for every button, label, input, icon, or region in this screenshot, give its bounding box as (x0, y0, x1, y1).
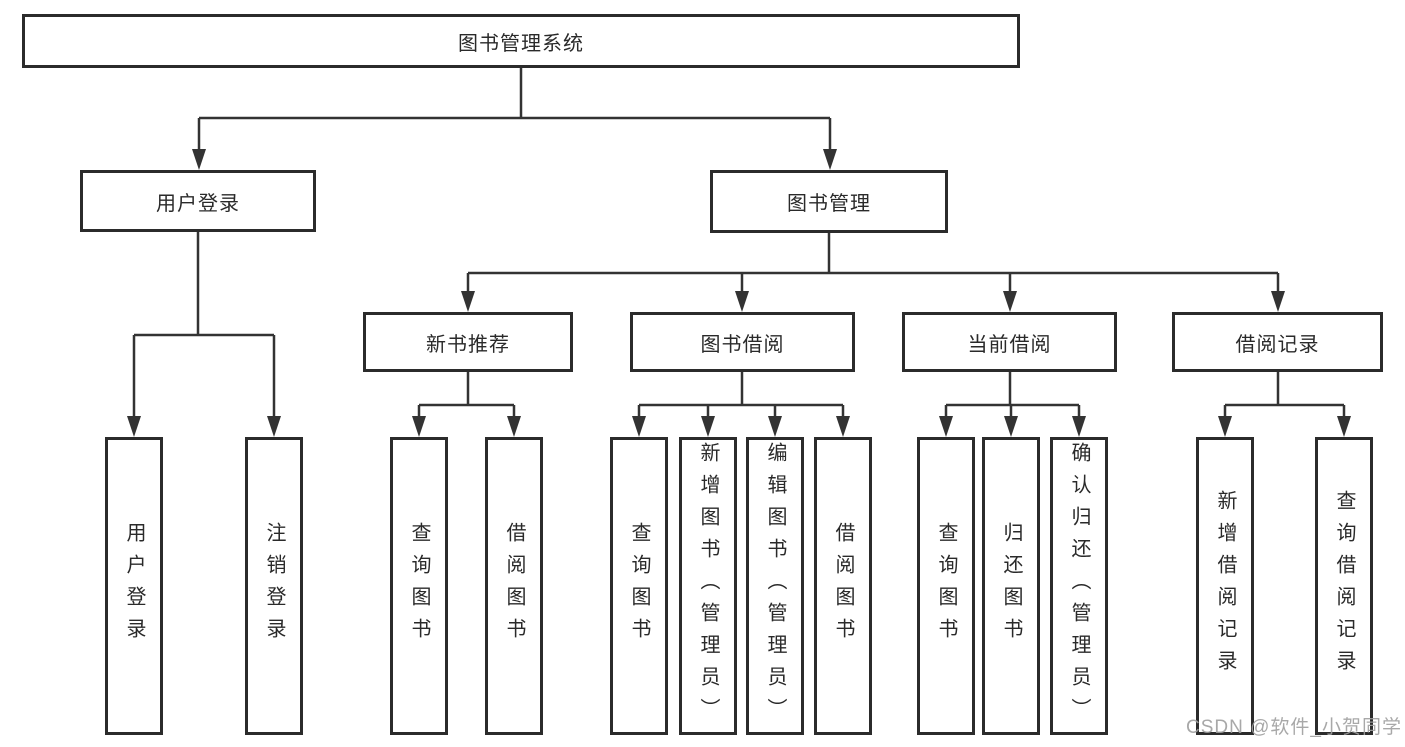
connector-book-borrow-children (632, 372, 850, 437)
node-label: 图书管理 (787, 193, 871, 215)
arrowhead-icon (701, 416, 715, 437)
node-current-borrow: 当前借阅 (902, 312, 1117, 372)
leaf-user-login: 用户登录 (105, 437, 163, 735)
node-label: 用户登录 (123, 522, 145, 650)
node-root-system: 图书管理系统 (22, 14, 1020, 68)
node-label: 注销登录 (263, 522, 285, 650)
node-label: 归还图书 (1000, 522, 1022, 650)
node-book-borrow: 图书借阅 (630, 312, 855, 372)
leaf-record-add-record: 新增借阅记录 (1196, 437, 1254, 735)
csdn-watermark: CSDN @软件_小贺同学 (1186, 717, 1402, 738)
arrowhead-icon (939, 416, 953, 437)
node-label: 查询图书 (628, 522, 650, 650)
arrowhead-icon (632, 416, 646, 437)
node-label: 图书借阅 (700, 333, 785, 356)
arrowhead-icon (768, 416, 782, 437)
node-book-management: 图书管理 (710, 170, 948, 233)
node-label: 确认归还（管理员） (1068, 442, 1090, 730)
connector-new-book-children (412, 372, 521, 437)
arrowhead-icon (1271, 291, 1285, 312)
node-label: 查询图书 (408, 522, 430, 650)
node-label: 借阅记录 (1235, 333, 1320, 356)
arrowhead-icon (412, 416, 426, 437)
node-label: 查询图书 (935, 522, 957, 650)
node-new-book-recommend: 新书推荐 (363, 312, 573, 372)
arrowhead-icon (1004, 416, 1018, 437)
arrowhead-icon (823, 149, 837, 170)
arrowhead-icon (735, 291, 749, 312)
connector-book-mgmt-children (461, 233, 1285, 312)
leaf-current-return-books: 归还图书 (982, 437, 1040, 735)
arrowhead-icon (461, 291, 475, 312)
connector-current-borrow-children (939, 372, 1086, 437)
arrowhead-icon (267, 416, 281, 437)
arrowhead-icon (1072, 416, 1086, 437)
connector-borrow-record-children (1218, 372, 1351, 437)
connector-user-login-children (127, 232, 281, 437)
arrowhead-icon (1337, 416, 1351, 437)
leaf-current-confirm-return-admin: 确认归还（管理员） (1050, 437, 1108, 735)
leaf-borrow-add-books-admin: 新增图书（管理员） (679, 437, 737, 735)
arrowhead-icon (127, 416, 141, 437)
node-label: 借阅图书 (832, 522, 854, 650)
node-label: 查询借阅记录 (1333, 490, 1355, 682)
node-label: 当前借阅 (967, 333, 1052, 356)
arrowhead-icon (836, 416, 850, 437)
node-label: 编辑图书（管理员） (764, 442, 786, 730)
node-user-login: 用户登录 (80, 170, 316, 232)
node-label: 新增图书（管理员） (697, 442, 719, 730)
arrowhead-icon (192, 149, 206, 170)
leaf-logout: 注销登录 (245, 437, 303, 735)
leaf-newbook-borrow-books: 借阅图书 (485, 437, 543, 735)
node-borrow-record: 借阅记录 (1172, 312, 1383, 372)
leaf-borrow-borrow-books: 借阅图书 (814, 437, 872, 735)
leaf-newbook-query-books: 查询图书 (390, 437, 448, 735)
node-label: 用户登录 (156, 192, 240, 215)
arrowhead-icon (1003, 291, 1017, 312)
leaf-borrow-edit-books-admin: 编辑图书（管理员） (746, 437, 804, 735)
leaf-current-query-books: 查询图书 (917, 437, 975, 735)
leaf-record-query-record: 查询借阅记录 (1315, 437, 1373, 735)
node-label: 图书管理系统 (458, 32, 584, 55)
node-label: 新书推荐 (426, 333, 510, 356)
arrowhead-icon (507, 416, 521, 437)
arrowhead-icon (1218, 416, 1232, 437)
node-label: 新增借阅记录 (1214, 490, 1236, 682)
node-label: 借阅图书 (503, 522, 525, 650)
connector-root-to-level2 (192, 68, 837, 170)
leaf-borrow-query-books: 查询图书 (610, 437, 668, 735)
